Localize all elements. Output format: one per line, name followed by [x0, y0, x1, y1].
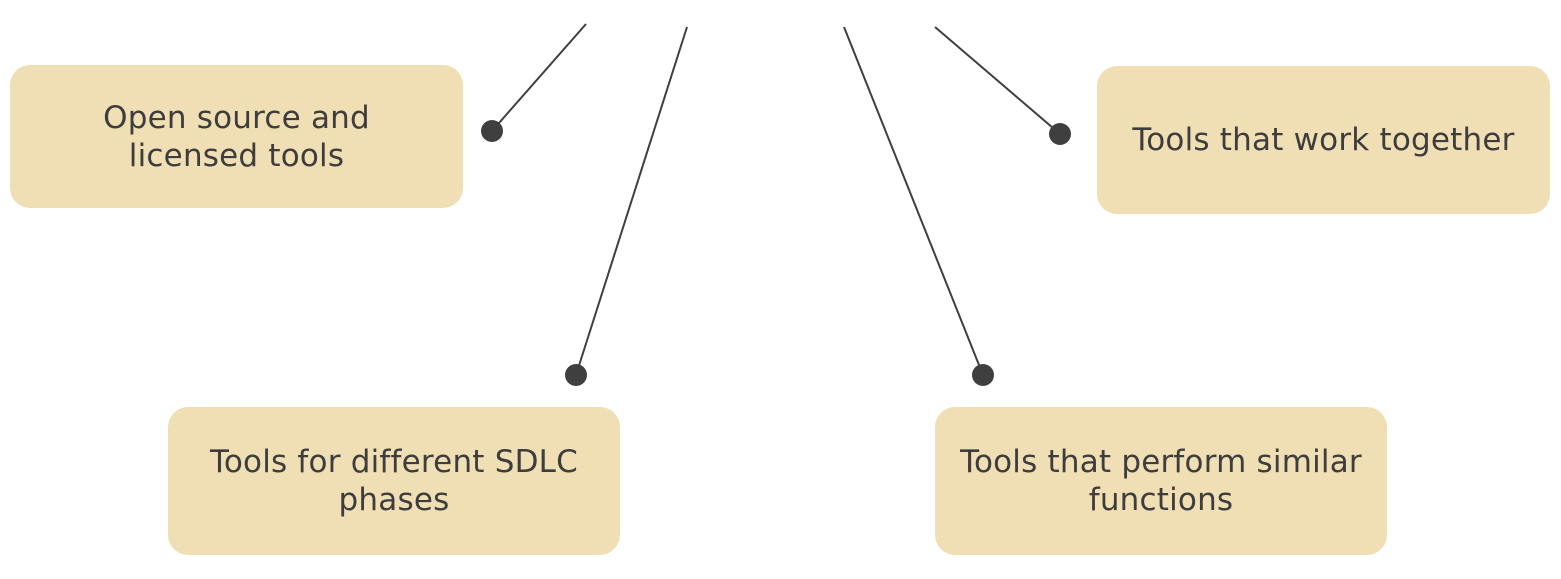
connector-line [934, 26, 1061, 135]
connector-line [843, 26, 984, 376]
connector-line [575, 26, 688, 376]
card-label: Tools for different SDLC phases [210, 444, 578, 518]
connector-line [491, 23, 587, 132]
card-label: Tools that work together [1132, 122, 1515, 158]
connector-2 [934, 26, 1071, 145]
card-label: Tools that perform similar functions [960, 444, 1362, 518]
connector-3 [565, 26, 688, 386]
connector-dot [565, 364, 587, 386]
connector-1 [481, 23, 587, 142]
connector-dot [1049, 123, 1071, 145]
card-tools-similar-functions: Tools that perform similar functions [935, 407, 1387, 555]
connector-dot [972, 364, 994, 386]
connector-dot [481, 120, 503, 142]
connector-4 [843, 26, 994, 386]
card-tools-work-together: Tools that work together [1097, 66, 1550, 214]
card-tools-sdlc-phases: Tools for different SDLC phases [168, 407, 620, 555]
card-label: Open source and licensed tools [103, 99, 370, 174]
card-open-source-licensed-tools: Open source and licensed tools [10, 65, 463, 208]
